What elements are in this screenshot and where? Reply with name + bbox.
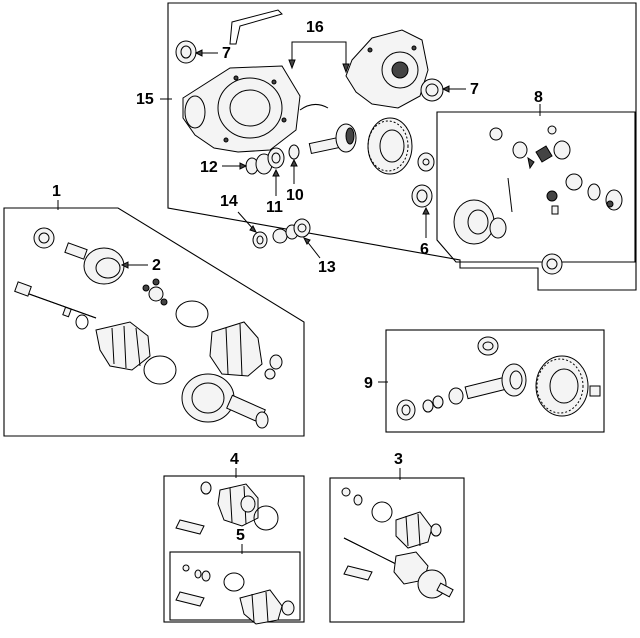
shaft-assembly-3-outline xyxy=(329,477,465,623)
seal xyxy=(477,336,499,356)
differential-group-outline xyxy=(167,2,637,291)
callout-16: 16 xyxy=(306,19,324,36)
diff-side-seal xyxy=(541,253,563,275)
oil-seal-left xyxy=(175,40,197,64)
axle-shaft-group: 1 2 xyxy=(3,183,305,437)
lower-bearing-set xyxy=(252,218,311,249)
outer-boot xyxy=(209,321,263,377)
pinion-bearing-set xyxy=(245,144,300,175)
callout-2: 2 xyxy=(152,257,161,274)
callout-3: 3 xyxy=(394,451,403,468)
callout-4: 4 xyxy=(230,451,239,468)
inner-joint-housing xyxy=(64,242,125,285)
callout-6: 6 xyxy=(420,241,429,258)
callout-8: 8 xyxy=(534,89,543,106)
callout-7-left: 7 xyxy=(222,45,231,62)
breather-bracket xyxy=(229,9,283,45)
gasket xyxy=(299,104,329,111)
callout-7-right: 7 xyxy=(470,81,479,98)
inner-boot xyxy=(95,321,151,371)
boot-kit-4-outline xyxy=(163,475,305,623)
carrier-housing-left xyxy=(182,65,301,153)
drive-pinion xyxy=(308,123,357,155)
side-bearing xyxy=(411,184,433,208)
callout-14: 14 xyxy=(220,193,238,210)
outer-cv-joint xyxy=(181,373,269,429)
gear-set-outline xyxy=(385,329,605,433)
oil-seal-right xyxy=(420,78,444,102)
washer xyxy=(417,152,435,172)
boot-clamp xyxy=(175,300,209,328)
shaft-assembly-3: 3 xyxy=(329,451,465,623)
boot-clamp xyxy=(75,314,89,330)
callout-15: 15 xyxy=(136,91,154,108)
bolt xyxy=(589,385,601,397)
callout-10: 10 xyxy=(286,187,304,204)
tripod-joint xyxy=(142,278,168,306)
axle-shaft xyxy=(14,281,97,319)
spacer xyxy=(396,399,416,421)
callout-5: 5 xyxy=(236,527,245,544)
carrier-housing-right xyxy=(345,29,429,109)
pinion-gear xyxy=(464,363,527,400)
callout-9: 9 xyxy=(364,375,373,392)
small-clamp xyxy=(269,354,283,370)
callout-13: 13 xyxy=(318,259,336,276)
callout-1: 1 xyxy=(52,183,61,200)
shaft-seal xyxy=(33,227,55,249)
half-shaft xyxy=(343,537,454,599)
differential-group: 15 16 7 7 8 12 11 10 6 14 13 xyxy=(136,2,637,291)
small-clamp xyxy=(264,368,276,380)
boot-kit-4: 4 5 xyxy=(163,451,305,625)
diff-case-internals xyxy=(453,125,623,245)
axle-shaft-group-outline xyxy=(3,207,305,437)
callout-11: 11 xyxy=(266,199,283,216)
callout-12: 12 xyxy=(200,159,218,176)
gear-set-group: 9 xyxy=(364,329,605,433)
ring-gear xyxy=(367,117,413,175)
boot-kit-5-outline xyxy=(169,551,301,621)
boot-clamp xyxy=(143,355,177,385)
ring-gear-large xyxy=(535,355,589,417)
